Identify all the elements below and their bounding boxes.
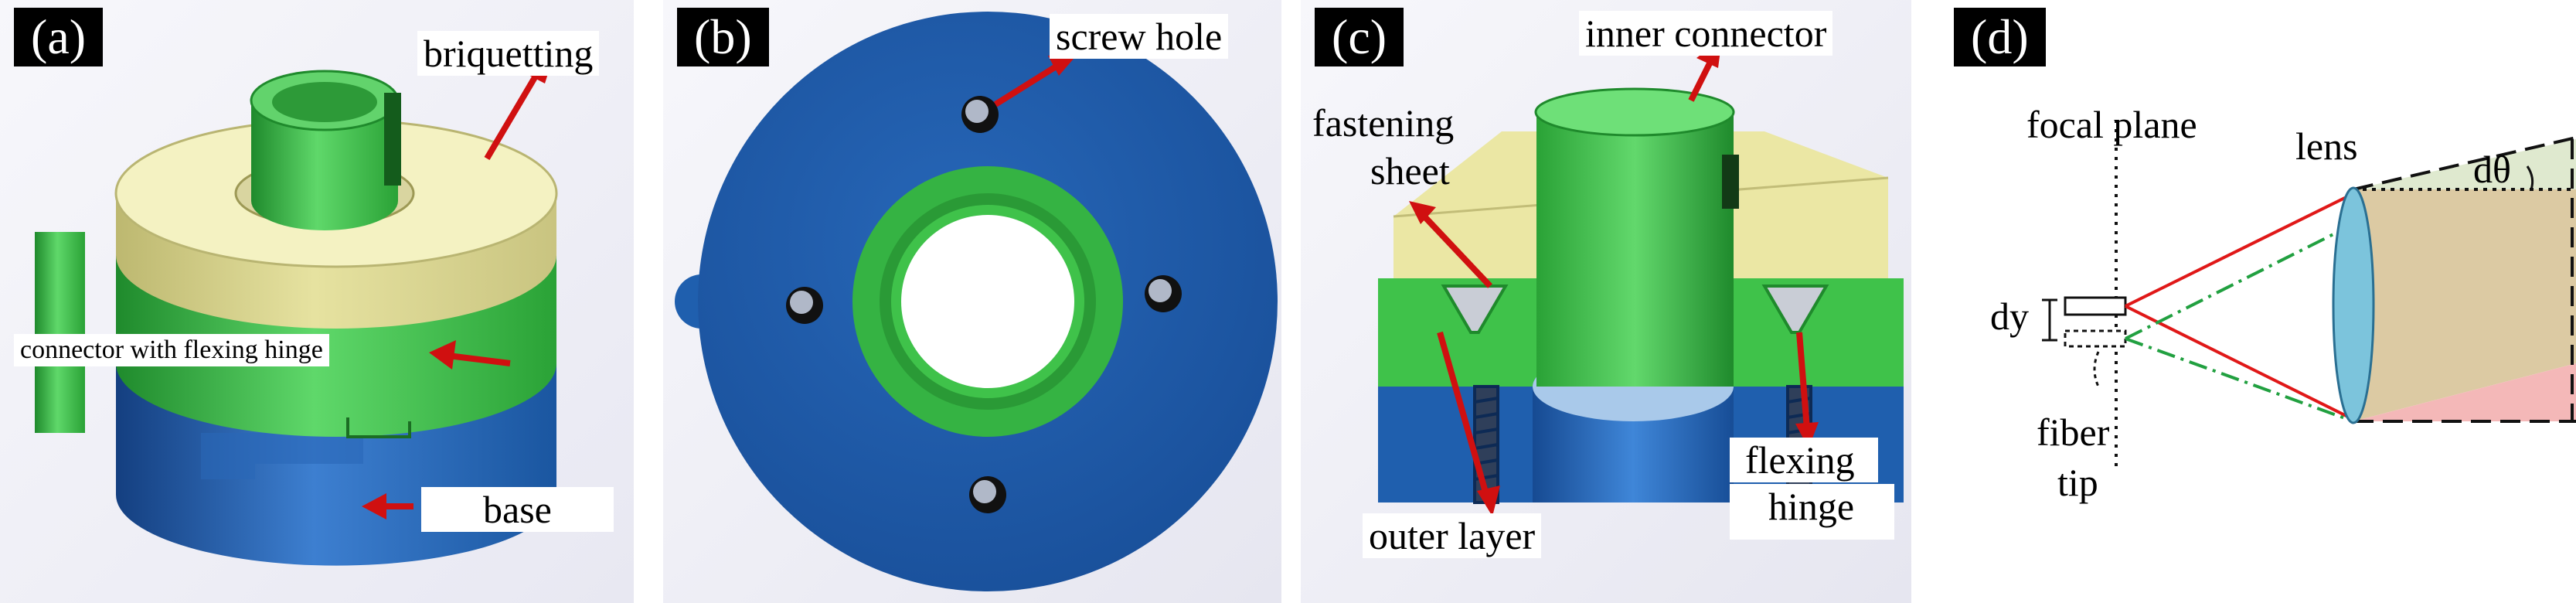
inner-tube-slot bbox=[384, 93, 401, 186]
screw-hole-right bbox=[1145, 275, 1182, 312]
arrow-inner-connector bbox=[1688, 60, 1713, 102]
lens-shape bbox=[2332, 186, 2375, 424]
arrow-briquetting bbox=[484, 71, 540, 161]
arrow-connector-head bbox=[429, 340, 456, 370]
screw-hole-left bbox=[786, 287, 823, 324]
arrow-flexing-hinge bbox=[1796, 332, 1810, 430]
label-fastening: fastening bbox=[1312, 101, 1455, 145]
inner-connector-body bbox=[1536, 112, 1734, 387]
arrow-connector bbox=[447, 353, 511, 366]
ray-green-upper bbox=[2125, 223, 2354, 340]
label-briquetting: briquetting bbox=[417, 31, 600, 76]
label-outer-layer: outer layer bbox=[1363, 513, 1542, 558]
panel-b-tag: (b) bbox=[677, 8, 769, 66]
cone-main-region bbox=[2353, 189, 2576, 421]
fiber-tip-lower bbox=[2064, 329, 2127, 348]
fiber-tip-leader bbox=[2093, 351, 2100, 387]
flexing-hinge-left bbox=[1441, 284, 1509, 334]
label-dy: dy bbox=[1990, 295, 2029, 338]
label-hinge: hinge bbox=[1730, 484, 1895, 540]
inner-tube-bore bbox=[272, 82, 377, 122]
arrow-fastening-sheet-head bbox=[1409, 201, 1436, 224]
base-notch bbox=[201, 433, 363, 479]
connector-step bbox=[346, 417, 411, 438]
screw-hole-bottom bbox=[969, 476, 1006, 513]
label-lens: lens bbox=[2295, 124, 2358, 168]
arrow-fastening-sheet bbox=[1422, 214, 1492, 288]
panel-c-drawing bbox=[1301, 0, 1911, 603]
screw-hole-top bbox=[961, 96, 999, 133]
panel-b: (b) screw hole bbox=[663, 0, 1281, 603]
inner-connector-slot bbox=[1722, 155, 1739, 209]
label-sheet: sheet bbox=[1370, 149, 1450, 192]
label-base: base bbox=[421, 487, 614, 532]
cone-upper-region bbox=[2353, 139, 2576, 189]
label-inner-connector: inner connector bbox=[1579, 11, 1833, 56]
cone-upper-edge bbox=[2353, 136, 2576, 191]
panel-b-drawing bbox=[663, 0, 1281, 603]
label-focal-plane: focal plane bbox=[2026, 103, 2197, 146]
label-screw-hole: screw hole bbox=[1050, 14, 1229, 59]
inner-tube bbox=[251, 100, 398, 230]
label-tip: tip bbox=[2057, 461, 2098, 504]
connector-tab bbox=[35, 232, 85, 433]
ray-red-upper bbox=[2125, 190, 2358, 308]
dtheta-arc bbox=[2526, 165, 2534, 190]
panel-d-drawing bbox=[1940, 0, 2576, 603]
arrow-outer-layer bbox=[1437, 331, 1489, 496]
arrow-outer-layer-head bbox=[1477, 485, 1500, 516]
label-fiber: fiber bbox=[2037, 411, 2110, 454]
ray-red-lower bbox=[2125, 305, 2358, 423]
label-connector-with-flexing-hinge: connector with flexing hinge bbox=[14, 334, 329, 366]
flange-bore bbox=[901, 215, 1074, 388]
arrow-base-head bbox=[362, 493, 386, 520]
arrow-flexing-hinge-head bbox=[1795, 422, 1819, 448]
inner-connector-rim bbox=[1534, 87, 1735, 137]
screw-left bbox=[1473, 385, 1499, 504]
label-dtheta: dθ bbox=[2473, 148, 2511, 191]
label-flexing: flexing bbox=[1730, 438, 1878, 482]
cone-lower-region bbox=[2353, 363, 2576, 421]
panel-d: (d) focal plane lens dθ dy fiber tip bbox=[1940, 0, 2576, 603]
panel-c-tag: (c) bbox=[1315, 8, 1404, 66]
panel-a-tag: (a) bbox=[14, 8, 104, 66]
fiber-tip-upper bbox=[2064, 296, 2127, 316]
arrow-screw-hole bbox=[993, 63, 1060, 107]
panel-a: (a) briquetting connector with flexing h… bbox=[0, 0, 634, 603]
panel-d-tag: (d) bbox=[1954, 8, 2046, 66]
ray-green-lower bbox=[2125, 337, 2354, 423]
panel-c: (c) inner connector fastening sheet oute… bbox=[1301, 0, 1911, 603]
